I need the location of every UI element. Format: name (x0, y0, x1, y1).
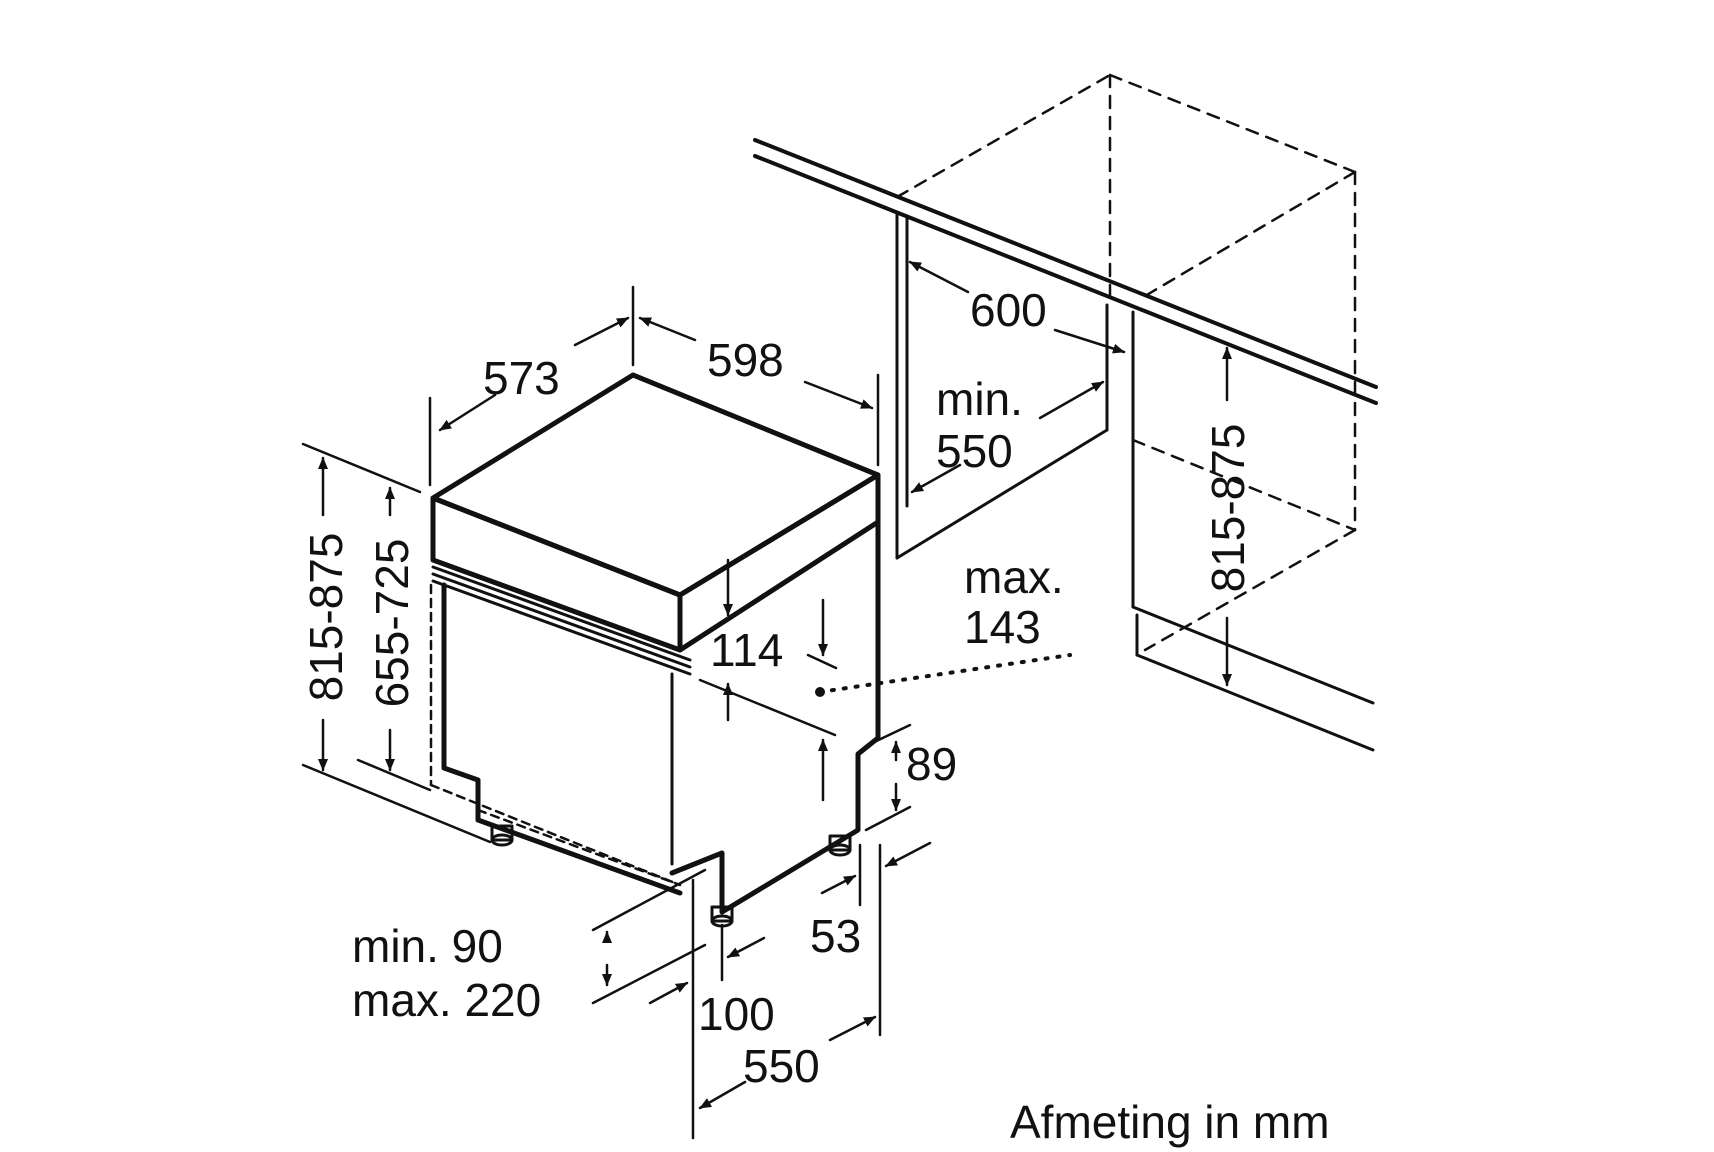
label-depth-top: 573 (483, 352, 560, 404)
dimension-labels: 573 598 815-875 655-725 114 89 min. 90 m… (300, 284, 1254, 1092)
left-cabinet-side (895, 210, 1109, 560)
label-height-left: 815-875 (300, 533, 352, 702)
right-cabinet-side (1131, 310, 1375, 752)
label-hose-value: 143 (964, 601, 1041, 653)
label-niche-width: 600 (970, 284, 1047, 336)
label-foot-setback-rear: 53 (810, 910, 861, 962)
label-niche-height: 815-875 (1202, 424, 1254, 593)
dishwasher (429, 372, 1072, 928)
hose-dotted-line (818, 653, 1072, 694)
side-face (669, 519, 881, 915)
label-niche-depth-min: min. (936, 373, 1023, 425)
label-depth-bottom: 550 (743, 1040, 820, 1092)
units-caption: Afmeting in mm (1010, 1096, 1330, 1148)
label-plinth-min: min. 90 (352, 920, 503, 972)
label-niche-depth-value: 550 (936, 425, 1013, 477)
front-face (441, 582, 683, 896)
niche (753, 73, 1378, 752)
panel-trim (431, 565, 692, 676)
label-width-top: 598 (707, 334, 784, 386)
worktop (753, 138, 1378, 405)
dimension-lines (301, 260, 1232, 1140)
label-height-body: 655-725 (366, 539, 418, 708)
dishwasher-top (430, 372, 881, 598)
label-foot-setback-front: 100 (698, 988, 775, 1040)
label-plinth-max: max. 220 (352, 974, 541, 1026)
label-toe-kick: 89 (906, 738, 957, 790)
niche-dashed-outline (895, 73, 1357, 652)
label-hose-max: max. (964, 551, 1064, 603)
label-panel-height: 114 (710, 624, 783, 676)
door-dashed-outline (429, 583, 682, 887)
